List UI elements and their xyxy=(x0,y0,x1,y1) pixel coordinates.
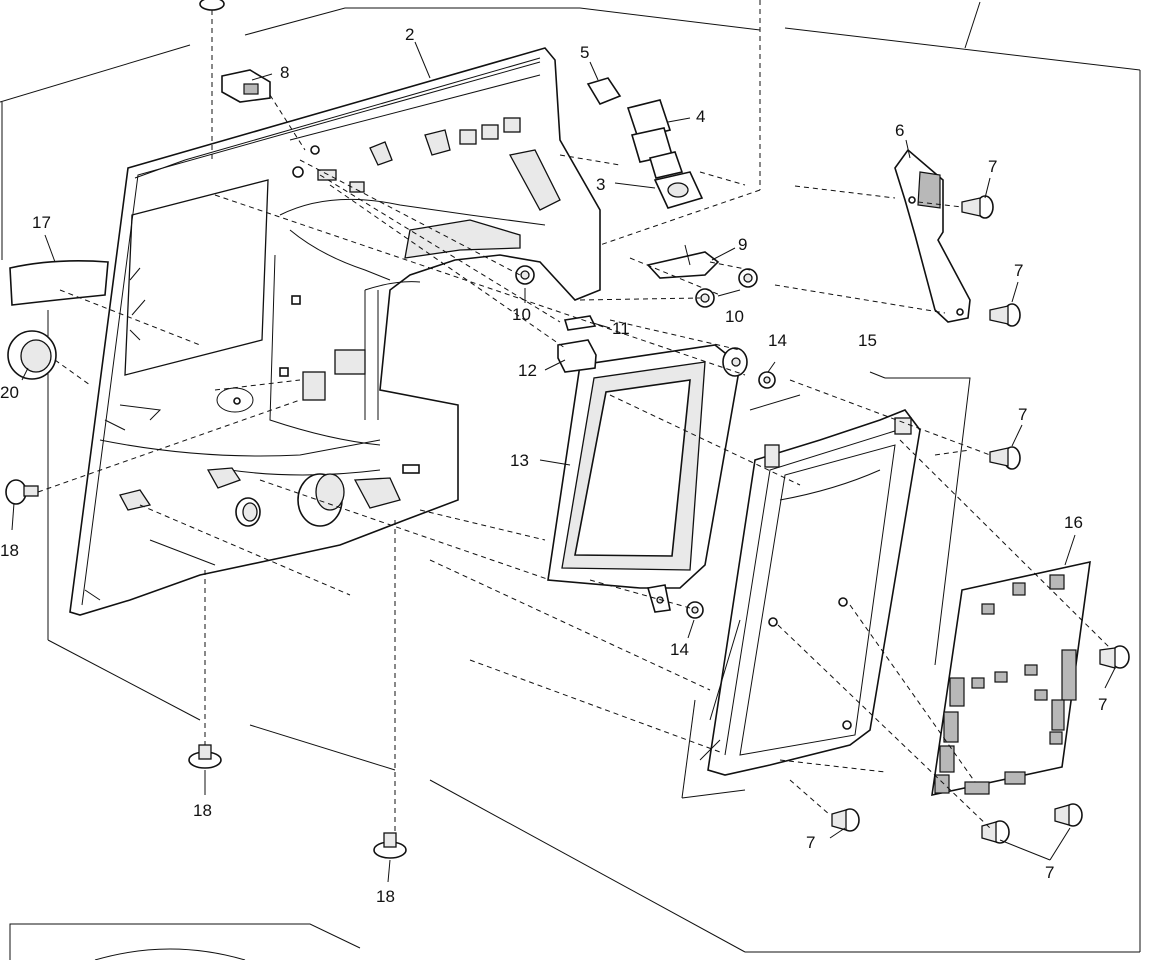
callout-18c: 18 xyxy=(376,887,395,906)
callout-8: 8 xyxy=(280,63,289,82)
bracket xyxy=(894,148,971,323)
small-parts xyxy=(5,0,1130,859)
screw-7-f xyxy=(981,820,1010,844)
callout-11: 11 xyxy=(612,319,630,338)
callout-14b: 14 xyxy=(670,640,689,659)
callout-10b: 10 xyxy=(725,307,744,326)
callout-4: 4 xyxy=(696,107,705,126)
callout-20: 20 xyxy=(0,383,19,402)
callout-17: 17 xyxy=(32,213,51,232)
callout-7f: 7 xyxy=(1045,863,1054,882)
screw-7-d xyxy=(1099,645,1130,669)
circuit-board xyxy=(931,560,1091,797)
callout-7d: 7 xyxy=(1098,695,1107,714)
callout-18b: 18 xyxy=(193,801,212,820)
screw-18-bottom xyxy=(373,832,407,859)
boundary-lines xyxy=(0,7,1141,960)
callout-7a: 7 xyxy=(988,157,997,176)
screw-18-left xyxy=(5,479,39,505)
callout-13: 13 xyxy=(510,451,529,470)
callout-16: 16 xyxy=(1064,513,1083,532)
callout-14a: 14 xyxy=(768,331,787,350)
callout-9: 9 xyxy=(738,235,747,254)
callout-7e: 7 xyxy=(806,833,815,852)
screw-7-c xyxy=(989,446,1021,470)
callout-labels: 2 3 4 5 6 7 7 7 7 7 7 8 9 10 10 11 12 13… xyxy=(0,25,1107,960)
alignment-lines xyxy=(37,0,1111,832)
callout-5: 5 xyxy=(580,43,589,62)
display-frame xyxy=(547,344,748,613)
rear-cover xyxy=(69,47,601,616)
screw-7-b xyxy=(989,303,1021,327)
screw-7-g xyxy=(1054,803,1083,827)
callout-7b: 7 xyxy=(1014,261,1023,280)
screw-7-e xyxy=(831,808,860,832)
panel-frame xyxy=(681,377,971,799)
callout-21: 21 xyxy=(258,957,277,960)
screw-18-top xyxy=(199,0,225,11)
leader-lines xyxy=(11,1,1116,883)
callout-15: 15 xyxy=(858,331,877,350)
callout-3: 3 xyxy=(596,175,605,194)
screw-18-bottom-left xyxy=(188,744,222,769)
callout-7c: 7 xyxy=(1018,405,1027,424)
screw-7-a xyxy=(961,195,994,219)
callout-18a: 18 xyxy=(0,541,19,560)
callout-10a: 10 xyxy=(512,305,531,324)
callout-12: 12 xyxy=(518,361,537,380)
callout-2: 2 xyxy=(405,25,414,44)
callout-6: 6 xyxy=(895,121,904,140)
